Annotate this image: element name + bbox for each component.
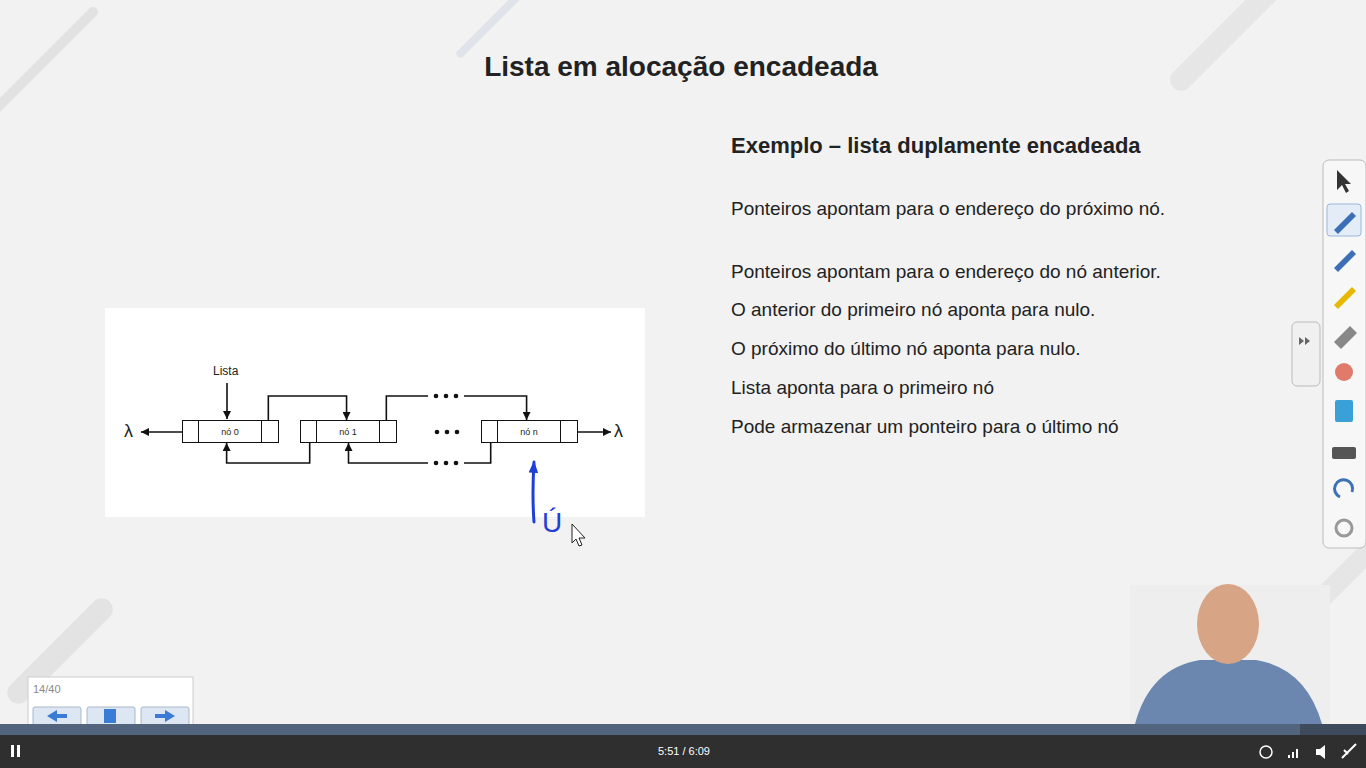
presenter-shirt (1135, 660, 1322, 724)
dot (454, 394, 459, 399)
whiteboard-icon (1335, 400, 1353, 422)
handwritten-arrow (533, 462, 534, 522)
dot (445, 430, 450, 435)
dot (444, 461, 449, 466)
toolbar-handle (1292, 322, 1320, 386)
null-pointer-arrow (141, 431, 183, 433)
next-pointer-cell (261, 421, 278, 442)
pause-icon (17, 745, 20, 757)
slides-icon (104, 709, 116, 723)
prev-pointer-cell (301, 421, 317, 442)
next-pointer-cell (560, 421, 577, 442)
slide-title: Lista em alocação encadeada (484, 50, 878, 84)
quality-icon (1288, 749, 1298, 758)
bullet-text: Pode armazenar um ponteiro para o último… (731, 416, 1119, 439)
bullet-text: Lista aponta para o primeiro nó (731, 377, 994, 400)
video-time: 5:51 / 6:09 (658, 745, 710, 758)
data-cell: nó n (498, 421, 560, 442)
nav-button (33, 707, 81, 725)
highlighter-icon (1334, 287, 1356, 309)
clear-icon (1335, 363, 1353, 381)
volume-icon (1316, 745, 1325, 759)
undo-icon (1335, 480, 1353, 497)
diagram-panel (105, 308, 645, 517)
presenter-video (1130, 585, 1330, 724)
prev-pointer-cell (482, 421, 498, 442)
list-node: nó n (481, 420, 578, 443)
dot (444, 394, 449, 399)
head-pointer-arrow (226, 383, 228, 419)
presenter-head (1197, 584, 1259, 664)
expand-icon (1299, 337, 1310, 345)
toolbar-panel (1323, 160, 1366, 548)
prev-arrow (47, 710, 67, 722)
pointer-connector (349, 443, 491, 463)
video-control-bar (0, 724, 1366, 768)
slide-counter: 14/40 (33, 683, 61, 696)
dot (435, 430, 440, 435)
bullet-text: Ponteiros apontam para o endereço do nó … (731, 261, 1161, 284)
null-symbol: λ (124, 421, 133, 443)
speed-icon (1260, 746, 1272, 758)
deco-bar (0, 5, 100, 125)
next-pointer-cell (379, 421, 396, 442)
pointer-label: Lista (213, 364, 238, 378)
tool-selected (1327, 204, 1361, 236)
pen-icon (1334, 250, 1356, 272)
dot (434, 394, 439, 399)
pointer-icon (1337, 170, 1351, 193)
section-heading: Exemplo – lista duplamente encadeada (731, 133, 1141, 159)
handwritten-note: Ú (542, 506, 562, 540)
eraser-icon (1334, 326, 1357, 349)
list-node: nó 1 (300, 420, 397, 443)
gap-patch (428, 389, 464, 403)
deco-bar (1166, 0, 1295, 95)
progress-fill (0, 724, 1300, 735)
prev-pointer-cell (183, 421, 199, 442)
progress-track (0, 724, 1366, 735)
data-cell: nó 0 (199, 421, 261, 442)
pointer-connector (227, 443, 310, 463)
pointer-connector (268, 396, 346, 420)
nav-button (87, 707, 135, 725)
bullet-text: Ponteiros apontam para o endereço do pró… (731, 198, 1231, 221)
next-arrow (155, 710, 175, 722)
dot (455, 430, 460, 435)
nav-button (141, 707, 189, 725)
deco-bar (455, 0, 546, 59)
null-symbol: λ (614, 421, 623, 443)
bullet-text: O próximo do último nó aponta para nulo. (731, 338, 1081, 361)
node-label: nó 0 (221, 427, 239, 437)
node-label: nó 1 (339, 427, 357, 437)
ellipsis-dots (434, 394, 460, 466)
data-cell: nó 1 (317, 421, 379, 442)
keyboard-icon (1332, 447, 1356, 459)
bullet-text: O anterior do primeiro nó aponta para nu… (731, 299, 1095, 322)
mouse-cursor (572, 524, 585, 546)
slide-navigator (28, 677, 193, 725)
pause-icon (11, 745, 14, 757)
node-label: nó n (520, 427, 538, 437)
list-node: nó 0 (182, 420, 279, 443)
null-pointer-arrow (573, 431, 611, 433)
fullscreen-icon (1342, 744, 1356, 758)
dot (434, 461, 439, 466)
pen-icon (1334, 212, 1356, 234)
gap-patch (428, 456, 464, 470)
settings-icon (1336, 520, 1352, 536)
dot (454, 461, 459, 466)
